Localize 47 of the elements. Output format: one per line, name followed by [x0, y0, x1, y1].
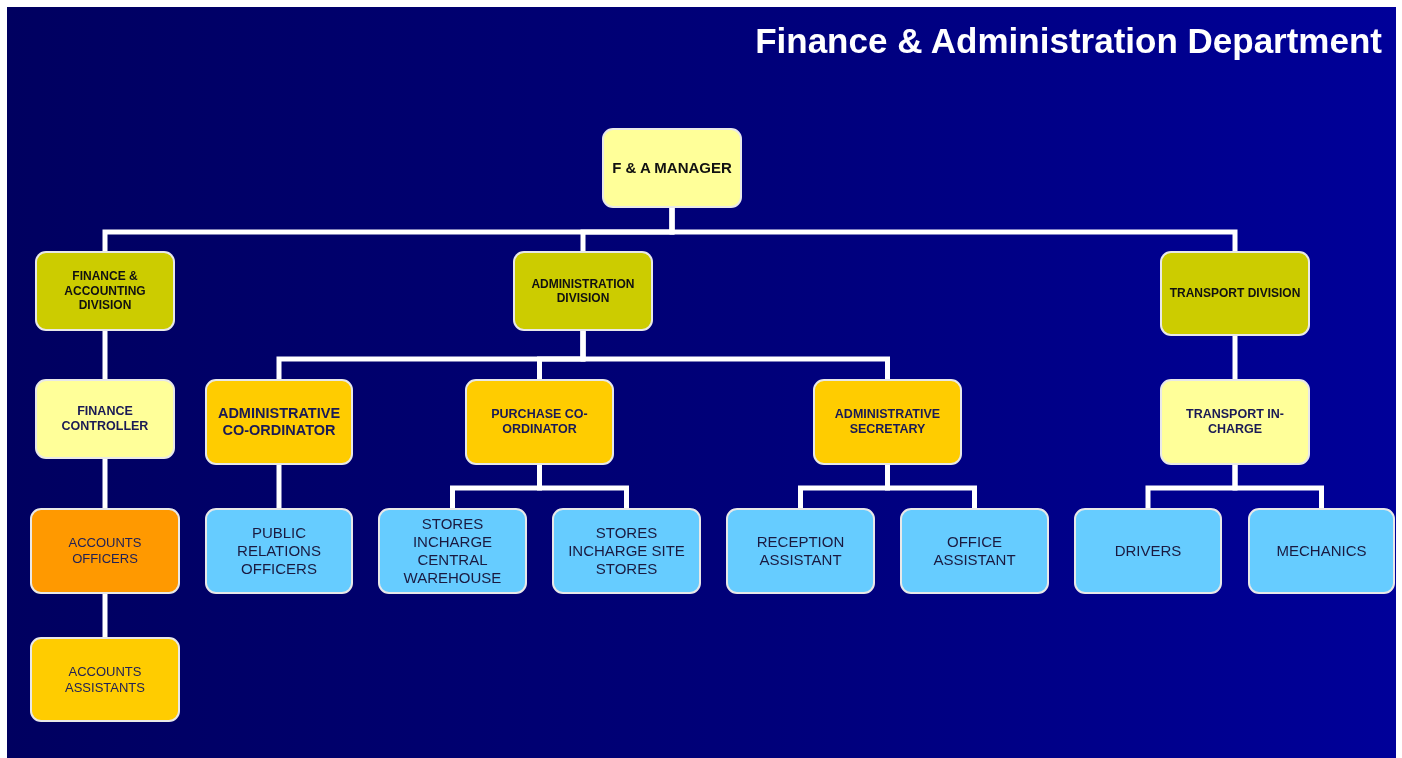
connector-line [276, 465, 282, 508]
org-box [602, 128, 742, 208]
role-label: F & A MANAGER [612, 159, 732, 177]
role-label: FINANCE CONTROLLER [60, 404, 150, 434]
role-label: TRANSPORT IN-CHARGE [1185, 407, 1285, 437]
connector-line [669, 208, 1238, 251]
role-label: ADMINISTRATIVE SECRETARY [833, 407, 942, 437]
role-label: TRANSPORT DIVISION [1169, 286, 1301, 301]
connector-line [580, 331, 890, 379]
org-box [465, 379, 614, 465]
role-label: MECHANICS [1276, 542, 1367, 560]
org-box [35, 251, 175, 331]
org-box [900, 508, 1049, 594]
role-label: PURCHASE CO-ORDINATOR [490, 407, 589, 437]
role-label: ACCOUNTS ASSISTANTS [64, 663, 146, 696]
diagram-title: Finance & Administration Department [755, 21, 1382, 61]
org-box [30, 637, 180, 722]
role-label: STORES INCHARGE CENTRAL WAREHOUSE [402, 515, 503, 587]
connector-line [537, 465, 629, 508]
org-box [726, 508, 875, 594]
org-box [205, 379, 353, 465]
connector-line [1232, 336, 1238, 379]
org-box [1160, 251, 1310, 336]
org-box [378, 508, 527, 594]
role-label: STORES INCHARGE SITE STORES [567, 524, 686, 578]
connector-line [102, 459, 108, 508]
connector-line [1232, 465, 1324, 508]
org-box [813, 379, 962, 465]
org-box [35, 379, 175, 459]
role-label: ADMINISTRATION DIVISION [530, 276, 636, 306]
org-box [1248, 508, 1395, 594]
connector-line [102, 594, 108, 637]
role-label: OFFICE ASSISTANT [932, 533, 1017, 569]
role-label: ACCOUNTS OFFICERS [67, 535, 143, 567]
org-box [1074, 508, 1222, 594]
role-label: DRIVERS [1114, 542, 1182, 560]
connector-line [102, 331, 108, 379]
role-label: ADMINISTRATIVE CO-ORDINATOR [216, 404, 342, 440]
role-label: RECEPTION ASSISTANT [755, 533, 846, 569]
org-box [513, 251, 653, 331]
connector-line [885, 465, 977, 508]
org-box [552, 508, 701, 594]
org-box [1160, 379, 1310, 465]
role-label: FINANCE & ACCOUNTING DIVISION [63, 269, 147, 313]
role-label: PUBLIC RELATIONS OFFICERS [236, 524, 322, 578]
org-box [205, 508, 353, 594]
org-box [30, 508, 180, 594]
